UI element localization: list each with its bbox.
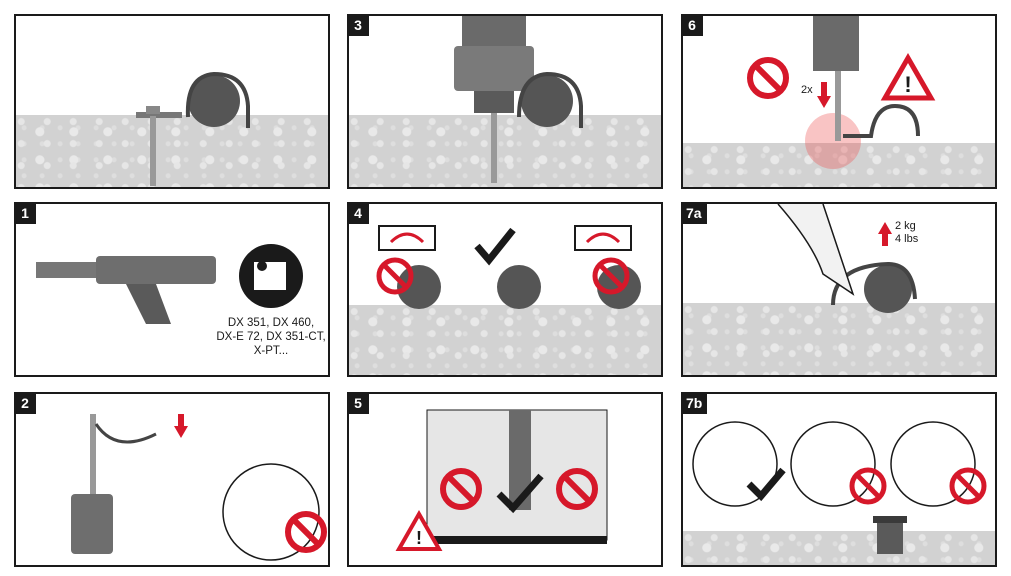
panel-step-7a: 7a 2 kg 4 lbs [681,202,997,377]
step-number-7b: 7b [683,394,708,414]
read-manual-icon [239,244,303,308]
step-number-5: 5 [349,394,369,414]
tools-line-2: DX-E 72, DX 351-CT, [216,331,326,343]
repeat-count: 2x [801,84,813,96]
power-setting-gauge [574,225,632,251]
prohibition-icon [592,257,630,295]
concrete-base [683,303,995,375]
checkmark-icon [746,467,786,502]
document-code-strip [1001,12,1009,142]
weight-lbs: 4 lbs [895,233,919,245]
panel-step-2: 2 [14,392,330,567]
down-arrow-icon [174,414,188,438]
warning-icon: ! [395,509,443,551]
checkmark-icon [496,473,544,514]
prohibition-icon [376,257,414,295]
checkmark-icon [474,227,516,266]
panel-step-5: 5 ! [347,392,663,567]
concrete-base [16,115,328,187]
tools-line-3: X-PT... [253,345,289,357]
power-setting-gauge [378,225,436,251]
prohibition-icon [849,467,887,505]
nail-hook-illustration [136,71,250,186]
down-arrow-icon [817,82,831,108]
prohibition-icon [440,468,482,510]
svg-text:!: ! [904,72,911,97]
pull-test-illustration [777,204,917,313]
step-number-2: 2 [16,394,36,414]
step-number-3: 3 [349,16,369,36]
tool-and-manual-illustration [36,244,303,324]
prohibition-icon [285,511,327,553]
nail-gun-icon [36,256,216,324]
panel-step-4: 4 [347,202,663,377]
weight-kg: 2 kg [895,220,916,232]
tool-angle-illustration: ! [395,409,608,551]
panel-step-7b: 7b [681,392,997,567]
panel-hook-on-nail [14,14,330,189]
tool-placement-illustration [454,16,583,183]
inspection-illustration [692,421,987,554]
double-shot-illustration: ! [747,16,936,169]
svg-text:!: ! [416,528,422,548]
panel-step-6: 6 ! 2x [681,14,997,189]
load-nail-illustration [71,414,327,561]
up-arrow-icon [878,222,892,246]
concrete-base [683,531,995,565]
concrete-base [349,305,661,375]
panel-step-3: 3 [347,14,663,189]
compatible-tools-list: DX 351, DX 460, DX-E 72, DX 351-CT, X-PT… [212,316,328,358]
concrete-base [683,143,995,187]
step-number-6: 6 [683,16,703,36]
power-setting-illustration [376,225,641,309]
recycle-bin-icon [873,516,907,554]
prohibition-icon [949,467,987,505]
concrete-base [349,115,661,187]
prohibition-icon [747,57,789,99]
warning-icon: ! [880,52,936,101]
tools-line-1: DX 351, DX 460, [227,317,315,329]
step-number-1: 1 [16,204,36,224]
step-number-4: 4 [349,204,369,224]
pull-test-weight: 2 kg 4 lbs [895,220,918,246]
panel-step-1: 1 DX 351, DX 460, DX-E 72, DX 351-CT, X-… [14,202,330,377]
step-number-7a: 7a [683,204,707,224]
prohibition-icon [556,468,598,510]
